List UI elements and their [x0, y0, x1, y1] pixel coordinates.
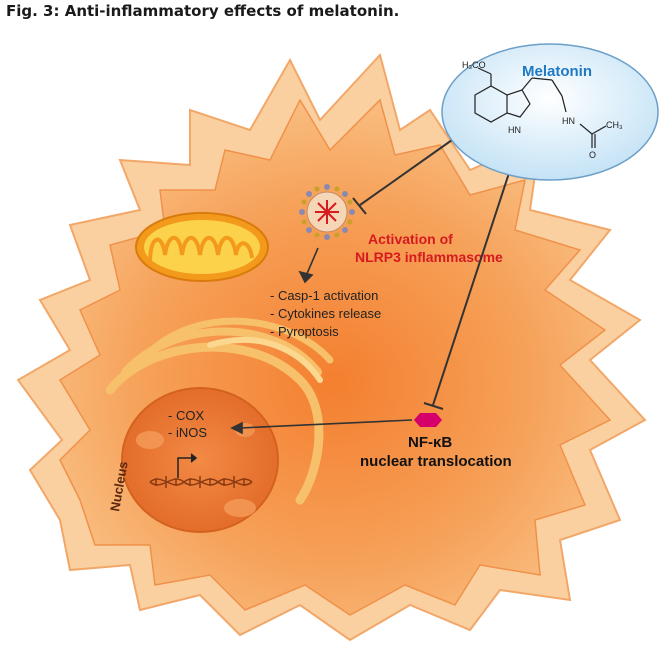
- melatonin-title: Melatonin: [522, 63, 592, 80]
- melatonin-ch3: CH₃: [606, 120, 623, 130]
- translocation-arrow: [230, 419, 413, 435]
- melatonin-indole-nh: HN: [508, 125, 521, 135]
- nfkb-translocation-label: nuclear translocation: [360, 453, 512, 470]
- inhibition-line-nfkb: [423, 169, 511, 410]
- figure-title: Fig. 3: Anti-inflammatory effects of mel…: [6, 2, 400, 20]
- melatonin-bubble: Melatonin H₃CO HN HN CH₃ O: [441, 43, 659, 181]
- melatonin-carbonyl-o: O: [589, 150, 596, 160]
- inhibition-line-inflammasome: [352, 139, 453, 215]
- effect-pyroptosis: - Pyroptosis: [270, 324, 339, 339]
- inflammasome-icon: [299, 184, 355, 240]
- inflammasome-label-line2: NLRP3 inflammasome: [355, 249, 503, 265]
- effect-casp1: - Casp-1 activation: [270, 288, 378, 303]
- gene-cox: - COX: [168, 408, 204, 423]
- endoplasmic-reticulum: [105, 317, 334, 505]
- transcription-arrow-icon: [177, 453, 198, 478]
- nfkb-icon: [414, 413, 442, 427]
- melatonin-structure-icon: [474, 67, 607, 148]
- nfkb-label: NF-κB: [408, 434, 452, 451]
- effect-cytokines: - Cytokines release: [270, 306, 381, 321]
- gene-inos: - iNOS: [168, 425, 207, 440]
- melatonin-amide-nh: HN: [562, 116, 575, 126]
- melatonin-h3co: H₃CO: [462, 60, 486, 70]
- activation-arrow: [298, 247, 319, 284]
- inflammasome-label-line1: Activation of: [368, 231, 453, 247]
- mitochondrion: [135, 212, 269, 282]
- dna-helix-icon: [149, 476, 253, 488]
